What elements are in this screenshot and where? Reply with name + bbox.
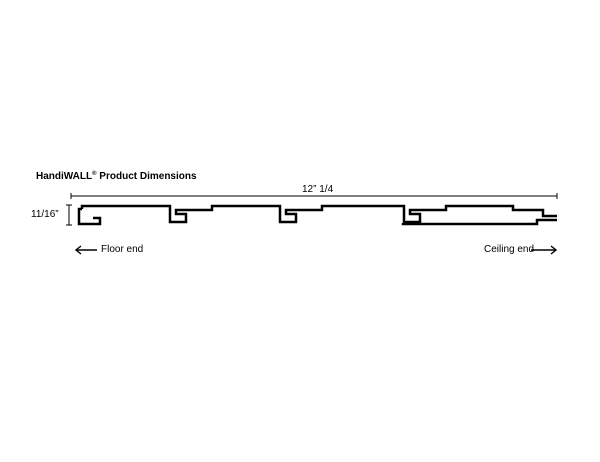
registered-mark: ® (92, 171, 97, 177)
title-brand: HandiWALL (36, 171, 93, 182)
floor-end-label: Floor end (101, 244, 144, 255)
thickness-bracket (66, 204, 72, 226)
width-dimension-line (70, 193, 558, 199)
diagram-title: HandiWALL® Product Dimensions (36, 171, 197, 182)
title-rest: Product Dimensions (96, 171, 197, 182)
ceiling-end-arrow-icon (531, 245, 558, 255)
ceiling-end-label: Ceiling end (484, 244, 535, 255)
width-dimension-label: 12” 1/4 (302, 184, 334, 195)
floor-end-arrow-icon (74, 245, 97, 255)
thickness-dimension-label: 11/16” (31, 209, 59, 220)
panel-profile (77, 204, 557, 226)
